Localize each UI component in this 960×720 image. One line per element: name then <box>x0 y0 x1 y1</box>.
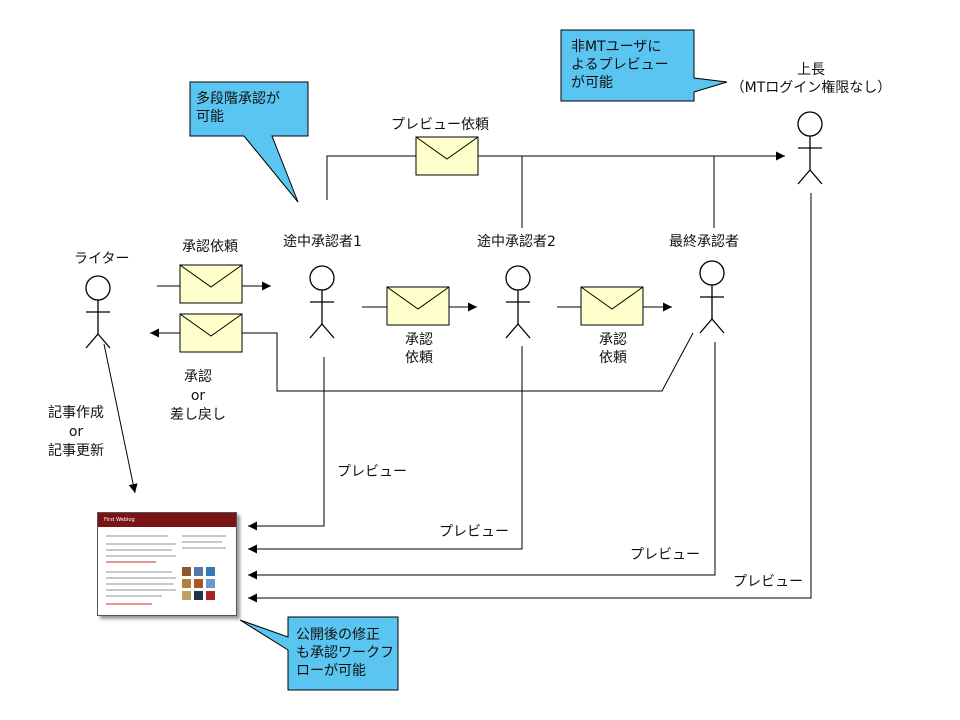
request-envelope-icon <box>179 264 243 304</box>
blog-photo-thumb <box>182 567 191 576</box>
step1-label-line2: 依頼 <box>405 350 433 366</box>
blog-link-line <box>106 603 152 605</box>
blog-photo-thumb <box>206 579 215 588</box>
return-label-line3: 差し戻し <box>170 407 226 423</box>
blog-text-line <box>106 595 162 597</box>
blog-link-line <box>106 561 156 563</box>
blog-photo-thumb <box>206 567 215 576</box>
writer-label: ライター <box>74 251 130 267</box>
approver1-actor-icon <box>309 265 335 339</box>
final-approver-actor-icon <box>699 260 725 334</box>
preview-request-label: プレビュー依頼 <box>391 117 489 133</box>
callout-post-publish-text: 公開後の修正 も承認ワークフ ローが可能 <box>296 626 394 680</box>
blog-sidebar-line <box>182 541 222 543</box>
preview-label-approver1: プレビュー <box>337 464 407 480</box>
callout-post-publish-line1: 公開後の修正 <box>296 627 380 643</box>
callout-multi-stage-shape <box>189 81 309 203</box>
boss-label-line1: 上長 <box>797 62 825 78</box>
approver2-label: 途中承認者2 <box>477 234 556 250</box>
blog-photo-thumb <box>206 591 215 600</box>
blog-photo-thumb <box>194 591 203 600</box>
blog-text-line <box>106 555 176 557</box>
request-approval-label: 承認依頼 <box>182 239 238 255</box>
edit-label-line3: 記事更新 <box>48 443 104 459</box>
connector-lines <box>103 151 812 603</box>
callout-non-mt-shape <box>560 29 728 102</box>
callout-post-publish-line3: ローが可能 <box>296 663 366 679</box>
blog-photo-thumb <box>182 591 191 600</box>
blog-photo-thumb <box>194 567 203 576</box>
return-envelope-icon <box>179 313 243 353</box>
blog-header: First Weblog <box>98 513 236 527</box>
callout-non-mt-text: 非MTユーザに よるプレビュー が可能 <box>571 38 669 92</box>
blog-text-line <box>106 577 176 579</box>
return-label-line1: 承認 <box>184 369 212 385</box>
edit-label-line2: or <box>68 424 84 440</box>
return-label-line2: or <box>190 388 206 404</box>
blog-text-line <box>106 571 172 573</box>
blog-text-line <box>106 543 176 545</box>
blog-sidebar-line <box>182 547 226 549</box>
step2-label-line2: 依頼 <box>599 350 627 366</box>
callout-multi-stage-line1: 多段階承認が <box>196 91 280 107</box>
boss-label-line2: （MTログイン権限なし） <box>730 80 892 96</box>
step1-label-line1: 承認 <box>405 332 433 348</box>
callout-multi-stage-line2: 可能 <box>196 109 224 125</box>
blog-text-line <box>106 549 172 551</box>
boss-actor-icon <box>797 111 823 185</box>
callout-post-publish-shape <box>239 616 399 691</box>
writer-actor-icon <box>85 275 111 349</box>
step-envelope-2-icon <box>580 286 644 326</box>
blog-text-line <box>106 589 176 591</box>
blog-text-line <box>106 583 174 585</box>
blog-photo-thumb <box>194 579 203 588</box>
preview-label-approver2: プレビュー <box>439 524 509 540</box>
approver1-label: 途中承認者1 <box>283 234 362 250</box>
callout-non-mt-line1: 非MTユーザに <box>571 39 662 55</box>
preview-label-final: プレビュー <box>630 547 700 563</box>
edit-label-line1: 記事作成 <box>48 405 104 421</box>
blog-sidebar-line <box>182 535 226 537</box>
preview-request-envelope-icon <box>415 136 479 176</box>
blog-text-line <box>106 535 168 537</box>
preview-label-boss: プレビュー <box>733 574 803 590</box>
approver2-actor-icon <box>505 265 531 339</box>
callout-multi-stage-text: 多段階承認が 可能 <box>196 90 280 126</box>
step-envelope-1-icon <box>386 286 450 326</box>
blog-page-thumbnail: First Weblog <box>97 512 237 616</box>
final-approver-label: 最終承認者 <box>669 234 739 250</box>
step2-label-line1: 承認 <box>599 332 627 348</box>
callout-non-mt-line2: よるプレビュー <box>571 57 669 73</box>
callout-post-publish-line2: も承認ワークフ <box>296 645 394 661</box>
blog-photo-thumb <box>182 579 191 588</box>
callout-non-mt-line3: が可能 <box>571 75 613 91</box>
